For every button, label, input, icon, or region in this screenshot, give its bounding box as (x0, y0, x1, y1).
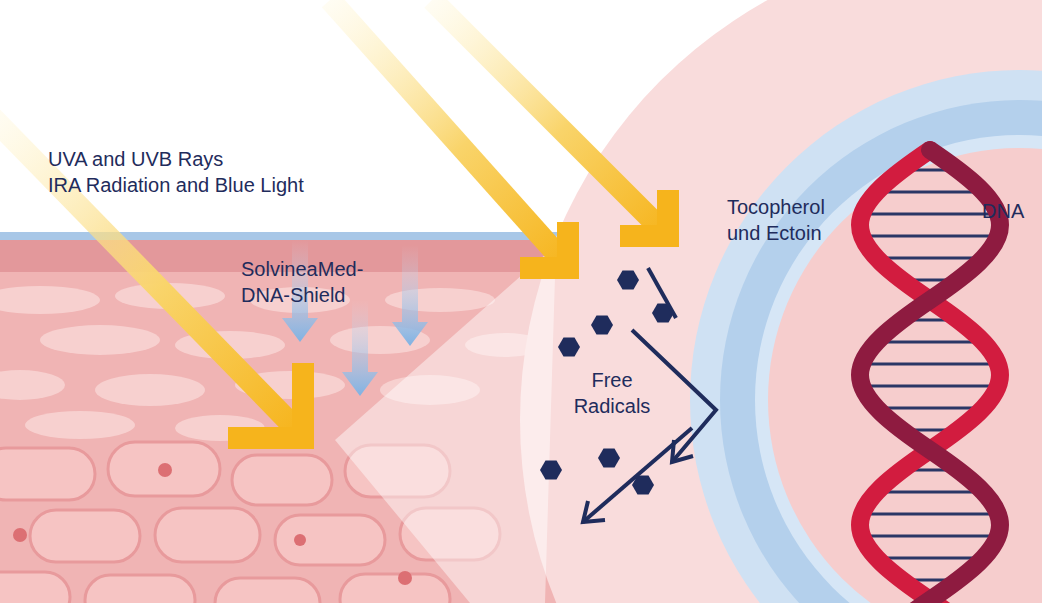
skin-cell (385, 288, 495, 312)
magnified-view (520, 0, 1042, 603)
skin-cell (108, 442, 220, 496)
dna-strand (860, 150, 1000, 603)
label-text: UVA and UVB Rays (48, 146, 223, 172)
shield-arrow (392, 245, 428, 346)
skin-cell (155, 508, 260, 562)
dna-rung (862, 235, 998, 238)
dna-rung (876, 407, 984, 410)
dna-rung (862, 213, 998, 216)
ray-head (620, 190, 668, 236)
skin-cell (85, 575, 195, 603)
light-ray (432, 0, 664, 232)
label-text: DNA (982, 198, 1024, 224)
cell-nucleus (294, 534, 306, 546)
deflection-line (648, 268, 676, 318)
label-text: IRA Radiation and Blue Light (48, 172, 304, 198)
light-ray (330, 0, 565, 263)
dna-strand (860, 150, 1000, 603)
zoom-wedge (335, 245, 556, 603)
protective-band (690, 70, 1042, 603)
free-radical (617, 271, 639, 290)
free-radical (598, 449, 620, 468)
dna-rung (876, 341, 984, 344)
dna-rung (876, 257, 984, 260)
skin-cell (215, 578, 320, 603)
shield-arrow (342, 300, 378, 396)
free-radical (558, 338, 580, 357)
skin-cell (0, 286, 100, 314)
dna-rungs (862, 170, 998, 580)
cell-nucleus (13, 528, 27, 542)
cell-nucleus (158, 463, 172, 477)
skin-cell (0, 572, 70, 603)
skin-cell (0, 370, 65, 400)
ray-head (228, 363, 303, 438)
skin-cell (95, 374, 205, 406)
label-text: Tocopherol und Ectoin (727, 194, 852, 246)
dna-rung (862, 363, 998, 366)
dna-rung (862, 535, 998, 538)
ray-head (520, 222, 568, 268)
skin-cell (340, 574, 450, 603)
skin-cell (25, 411, 135, 439)
label-text: SolvineaMed- DNA-Shield (241, 256, 381, 308)
skin-cell (0, 448, 95, 500)
dna-rung (862, 385, 998, 388)
dna-rung (876, 557, 984, 560)
skin-cell (40, 325, 160, 355)
cell-nucleus (398, 571, 412, 585)
skin-cell (30, 510, 140, 562)
dna-rung (876, 491, 984, 494)
label-text: Free Radicals (562, 367, 662, 419)
deflection-line (583, 428, 692, 522)
skin-cell (232, 455, 332, 505)
protective-band (720, 100, 1042, 603)
arrow-head (583, 501, 605, 522)
skin-cell (275, 515, 385, 565)
dna-rung (876, 191, 984, 194)
free-radical (540, 461, 562, 480)
free-radical (591, 316, 613, 335)
dna-rung (862, 513, 998, 516)
